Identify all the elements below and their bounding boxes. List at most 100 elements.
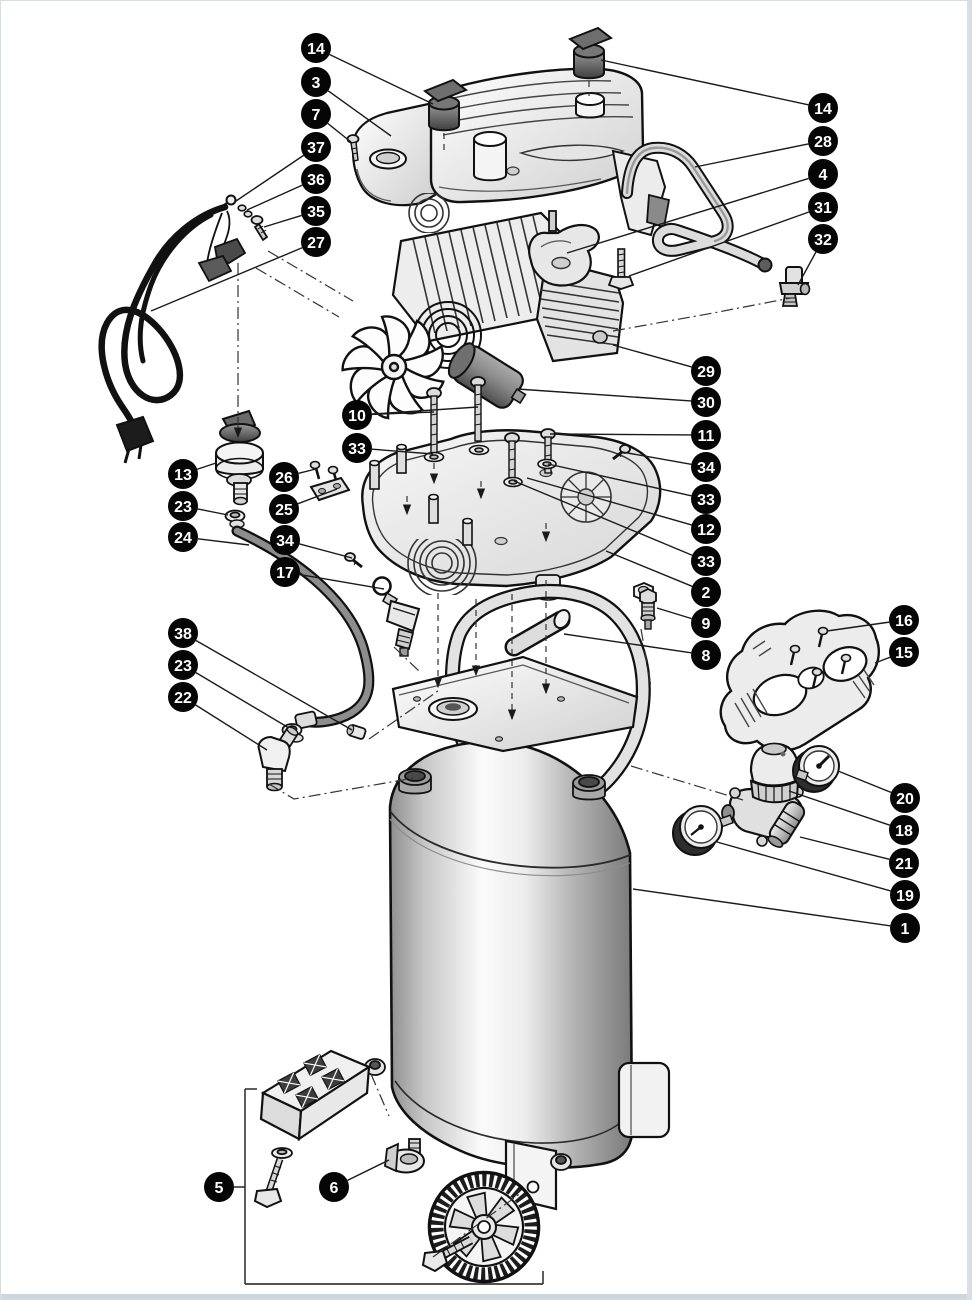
callout-balloon-15: 15 [889, 637, 919, 667]
cooling-fan [335, 307, 452, 424]
callout-number: 22 [174, 690, 192, 707]
callout-balloon-26: 26 [269, 462, 299, 492]
tank-leg-right [617, 1061, 671, 1139]
callout-number: 28 [814, 134, 832, 151]
elbow-32 [778, 266, 811, 307]
washers-33 [423, 444, 557, 488]
terminal-screws-36 [237, 204, 253, 218]
leader-line-16 [826, 621, 890, 632]
callout-number: 10 [348, 408, 366, 425]
callout-balloon-23: 23 [168, 650, 198, 680]
leader-line-22 [195, 704, 268, 751]
regulator-18 [749, 742, 800, 804]
leader-line-25 [297, 488, 338, 505]
callout-balloon-22: 22 [168, 682, 198, 712]
outlet-tube-28 [621, 141, 773, 273]
ferrule-38 [346, 724, 367, 740]
callout-number: 25 [275, 502, 293, 519]
callout-balloon-20: 20 [890, 783, 920, 813]
callout-balloon-33: 33 [342, 433, 372, 463]
callout-balloon-10: 10 [342, 400, 372, 430]
callout-number: 23 [174, 658, 192, 675]
callout-number: 27 [307, 235, 325, 252]
leader-line-35 [263, 214, 302, 228]
terminal-ring-37 [220, 194, 237, 208]
hose-end-tip [294, 710, 318, 730]
leader-line-2 [605, 550, 693, 587]
callout-number: 21 [895, 856, 913, 873]
callout-number: 15 [895, 645, 913, 662]
gauge-19 [672, 805, 734, 856]
bolts-10 [426, 376, 486, 454]
safety-valve-9 [639, 587, 657, 630]
leader-line-23 [197, 508, 229, 516]
clamp-screws-26 [309, 460, 339, 485]
callout-number: 1 [901, 921, 910, 938]
grommet-23-upper [224, 509, 246, 529]
callout-number: 32 [814, 232, 832, 249]
leader-line-14 [329, 53, 434, 105]
callout-balloon-16: 16 [889, 605, 919, 635]
callout-balloon-4: 4 [808, 159, 838, 189]
callout-balloon-34: 34 [691, 452, 721, 482]
leader-line-30 [516, 388, 692, 402]
power-cord [98, 203, 229, 437]
callout-number: 9 [702, 616, 711, 633]
callout-number: 2 [702, 585, 711, 602]
leader-line-20 [837, 770, 892, 794]
leader-line-6 [347, 1159, 390, 1182]
leader-line-26 [298, 468, 317, 475]
callout-number: 19 [896, 888, 914, 905]
callout-balloon-30: 30 [691, 387, 721, 417]
callout-balloon-13: 13 [168, 459, 198, 489]
callout-balloon-5: 5 [204, 1172, 234, 1202]
pump-left-lobe [351, 101, 437, 207]
callout-balloon-31: 31 [808, 192, 838, 222]
callout-number: 33 [348, 441, 366, 458]
handle-grip-8 [504, 608, 571, 657]
leader-line-37 [235, 154, 304, 202]
axle-bolt [421, 1236, 474, 1273]
gauge-20 [792, 745, 840, 793]
leader-line-11 [549, 433, 692, 436]
nut-right [550, 1153, 572, 1171]
leader-line-32 [797, 251, 817, 286]
right-edge-strip [967, 1, 971, 1299]
callout-balloon-25: 25 [269, 494, 299, 524]
callout-number: 29 [697, 364, 715, 381]
capacitor-30 [447, 342, 527, 409]
leader-line-31 [628, 211, 810, 277]
leader-line-8 [563, 633, 692, 654]
leader-line-18 [788, 790, 891, 826]
leader-line-9 [656, 607, 692, 620]
callout-number: 34 [697, 460, 715, 477]
callout-balloon-36: 36 [301, 164, 331, 194]
leader-line-23 [195, 672, 290, 729]
callout-balloon-32: 32 [808, 224, 838, 254]
leader-line-24 [197, 538, 250, 546]
callout-balloon-35: 35 [301, 196, 331, 226]
leader-line-10 [371, 406, 479, 415]
leader-line-3 [327, 90, 392, 137]
callout-balloon-11: 11 [691, 420, 721, 450]
leader-line-36 [246, 184, 303, 211]
callout-balloon-1: 1 [890, 913, 920, 943]
drain-valve-6 [384, 1138, 425, 1174]
tank-port-right [572, 774, 606, 801]
callout-balloon-19: 19 [890, 880, 920, 910]
callout-number: 7 [312, 107, 321, 124]
callout-number: 33 [697, 492, 715, 509]
intake-stub-right [575, 92, 605, 119]
pan-posts [369, 443, 473, 546]
callout-number: 13 [174, 467, 192, 484]
callout-balloon-14: 14 [808, 93, 838, 123]
leader-line-15 [874, 656, 891, 664]
screw-34-right [612, 444, 631, 461]
leader-line-29 [612, 344, 692, 368]
callout-number: 14 [307, 41, 325, 58]
breather-cap-right [567, 26, 614, 80]
callout-balloon-23: 23 [168, 491, 198, 521]
callout-balloon-9: 9 [691, 608, 721, 638]
